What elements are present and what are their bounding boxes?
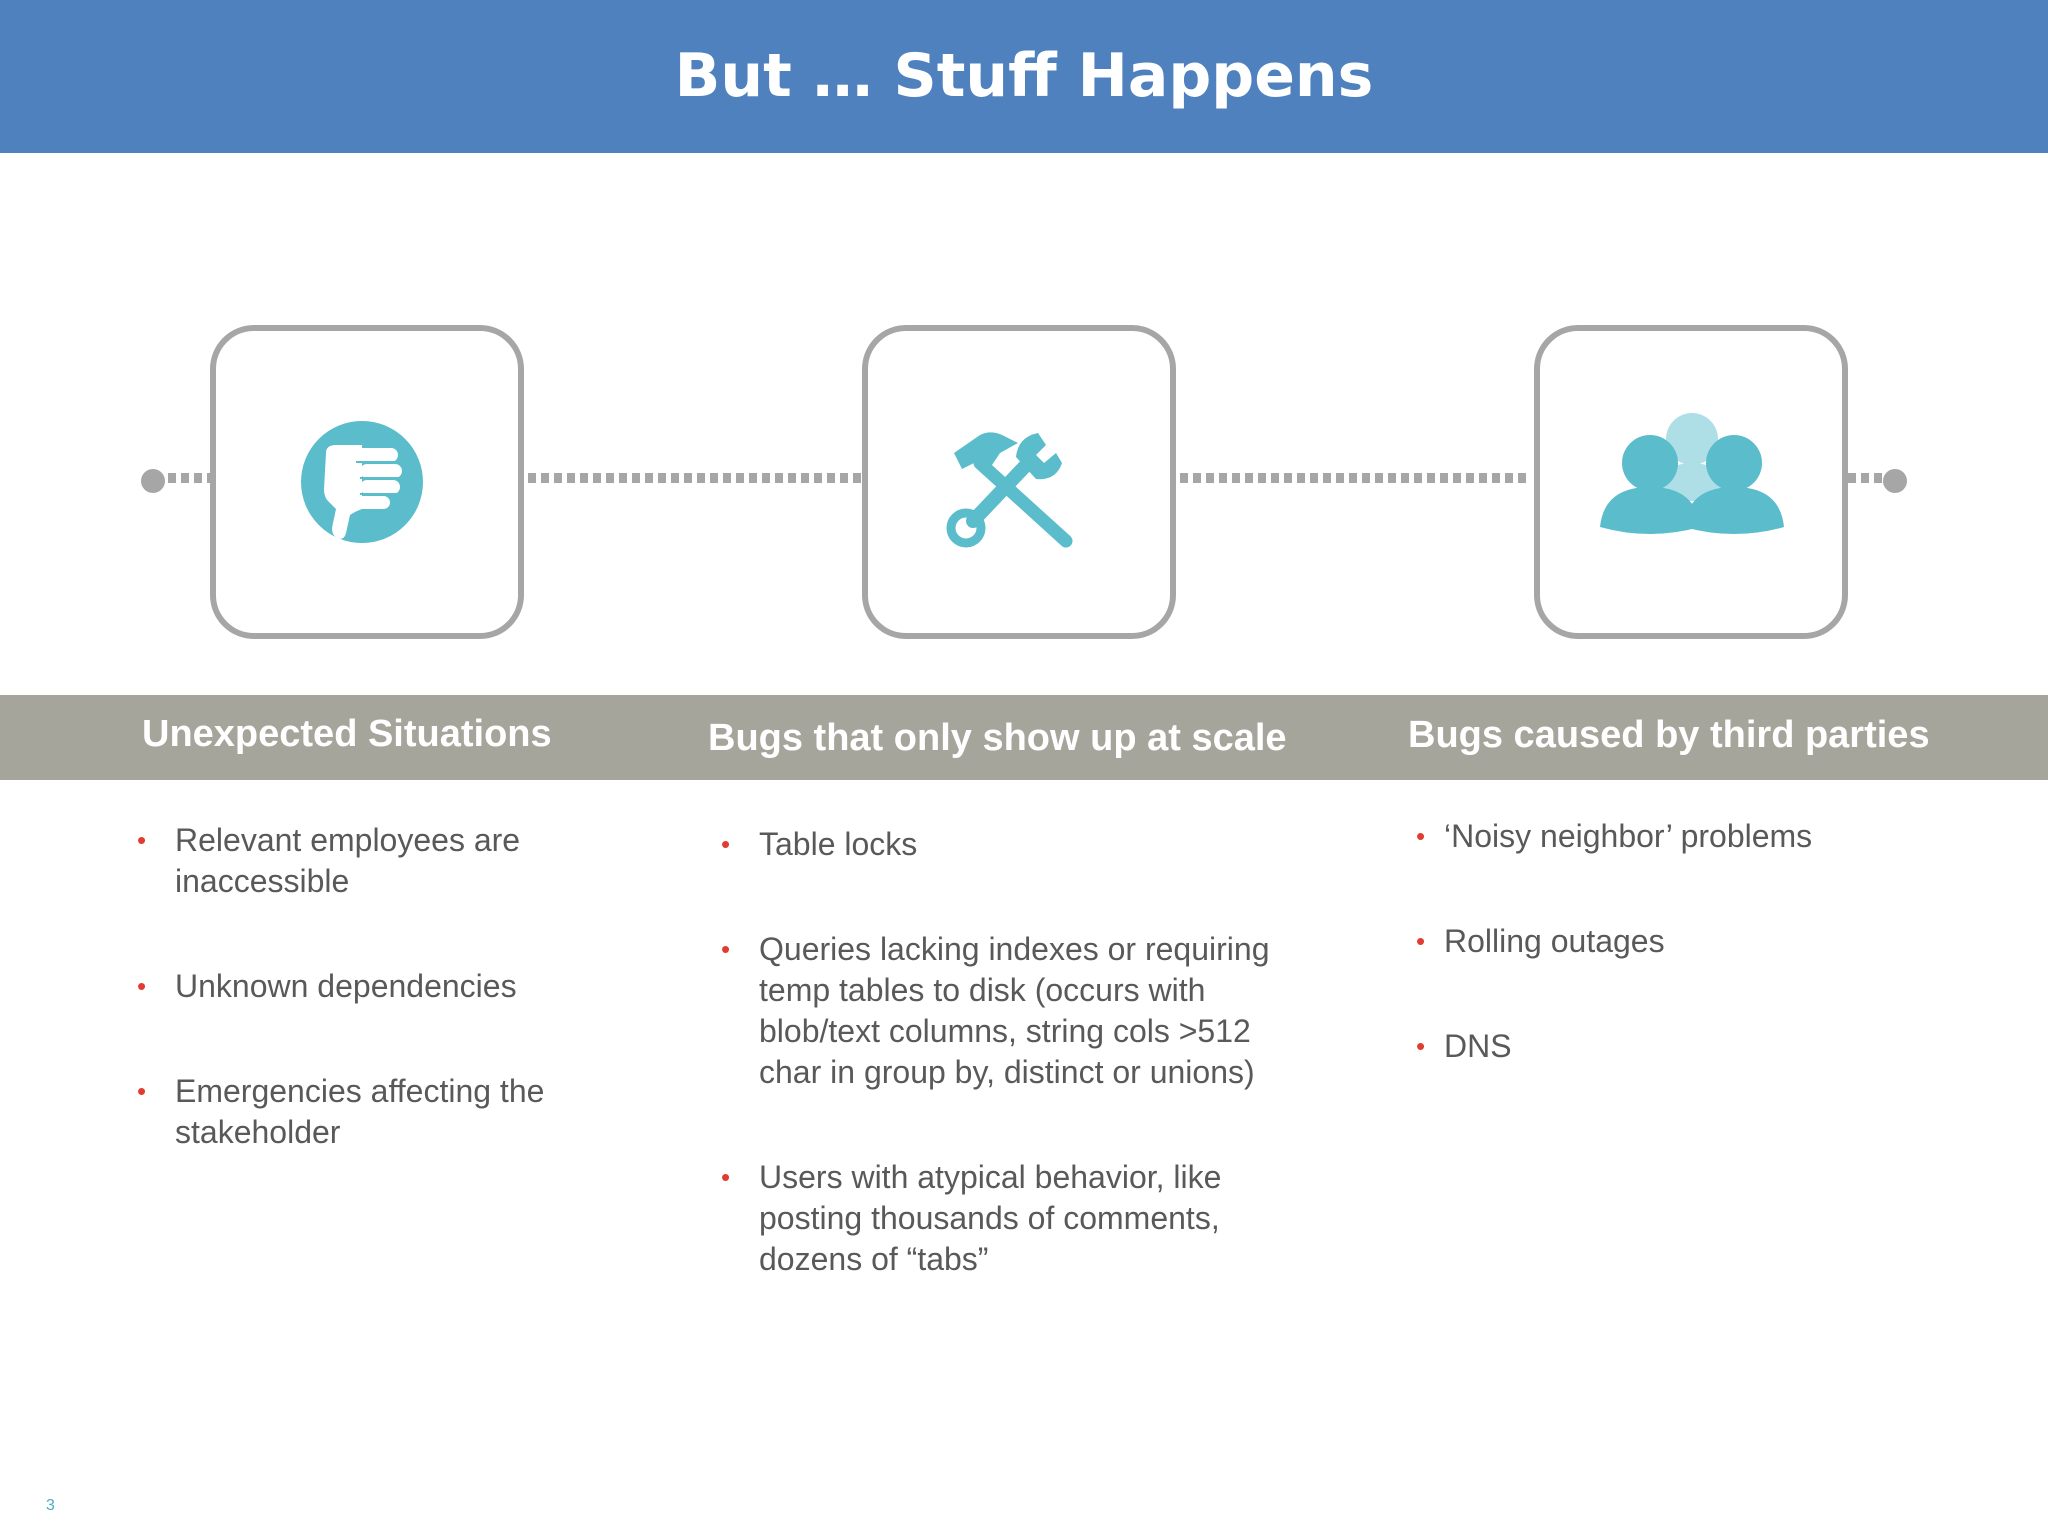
list-item: • Queries lacking indexes or requiring t…: [721, 931, 1270, 1090]
thumbs-down-icon: [301, 421, 423, 543]
icon-box-third-parties: [1534, 325, 1848, 639]
people-icon: [1600, 413, 1784, 534]
timeline-connector-middle-right: [1180, 473, 1530, 483]
bullet-list-scale-bugs: • Table locks • Queries lacking indexes …: [721, 824, 1319, 1280]
list-item: • Rolling outages: [1416, 923, 1665, 959]
page-number: 3: [46, 1497, 55, 1514]
list-item: • Table locks: [721, 826, 918, 862]
heading-band: Unexpected Situations Bugs that only sho…: [0, 695, 2048, 780]
list-item: • ‘Noisy neighbor’ problems: [1416, 818, 1813, 854]
icon-box-unexpected: [210, 325, 524, 639]
icon-box-scale-bugs: [862, 325, 1176, 639]
list-item: • Emergencies affecting the stakeholder: [137, 1073, 545, 1150]
heading-unexpected-situations: Unexpected Situations: [142, 713, 552, 755]
list-item: • Unknown dependencies: [137, 968, 517, 1004]
timeline-start-dot: [141, 469, 165, 493]
list-item: • Users with atypical behavior, like pos…: [721, 1159, 1222, 1277]
bullet-list-unexpected: • Relevant employees are inaccessible • …: [137, 820, 595, 1153]
timeline-end-dot: [1883, 469, 1907, 493]
bullet-list-third-parties: • ‘Noisy neighbor’ problems • Rolling ou…: [1416, 816, 1964, 1067]
slide-title: But … Stuff Happens: [674, 41, 1374, 111]
list-item: • DNS: [1416, 1028, 1512, 1064]
timeline-connector-right: [1848, 473, 1888, 483]
heading-third-party-bugs: Bugs caused by third parties: [1408, 714, 1930, 756]
list-item: • Relevant employees are inaccessible: [137, 822, 521, 899]
heading-bugs-at-scale: Bugs that only show up at scale: [708, 717, 1287, 759]
tools-icon: [946, 432, 1073, 548]
timeline-connector-middle-left: [528, 473, 862, 483]
title-bar: But … Stuff Happens: [0, 0, 2048, 153]
timeline-connector-left: [168, 473, 210, 483]
